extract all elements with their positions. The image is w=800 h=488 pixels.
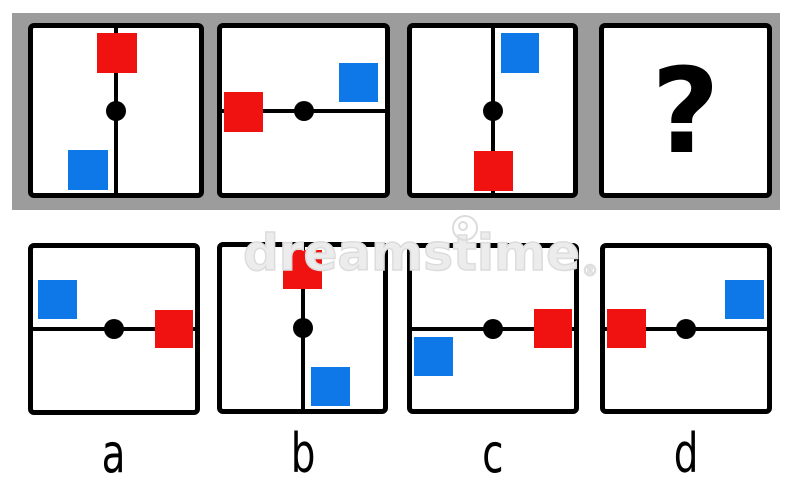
question-strip: ? — [12, 13, 780, 210]
center-dot — [104, 319, 124, 339]
red-square — [223, 92, 263, 132]
sequence-cell-2 — [217, 23, 390, 198]
option-b-label: b — [290, 422, 316, 485]
blue-square — [37, 280, 77, 320]
answer-option-c[interactable] — [407, 243, 579, 414]
blue-square — [67, 150, 108, 190]
sequence-cell-3 — [407, 23, 578, 198]
question-mark: ? — [651, 41, 720, 180]
blue-square — [311, 366, 350, 406]
red-square — [283, 250, 322, 290]
answer-option-b[interactable] — [217, 242, 388, 414]
red-square — [154, 309, 194, 349]
blue-square — [414, 337, 454, 376]
answer-option-a[interactable] — [28, 243, 200, 415]
center-dot — [676, 318, 696, 339]
sequence-cell-1 — [28, 23, 204, 198]
blue-square — [500, 32, 540, 73]
red-square — [473, 150, 513, 191]
center-dot — [292, 318, 313, 338]
blue-square — [339, 62, 379, 103]
center-dot — [482, 100, 503, 121]
blue-square — [724, 280, 764, 319]
answer-option-d[interactable] — [600, 243, 772, 414]
center-dot — [483, 318, 503, 339]
center-dot — [106, 100, 126, 121]
option-c-label: c — [482, 422, 504, 485]
red-square — [96, 32, 137, 73]
center-dot — [293, 100, 314, 121]
sequence-cell-question: ? — [599, 23, 772, 198]
option-a-label: a — [102, 422, 126, 485]
watermark-spiral-icon — [452, 215, 478, 241]
red-square — [533, 309, 573, 348]
registered-mark: ® — [582, 261, 599, 280]
option-d-label: d — [673, 422, 699, 485]
red-square — [607, 309, 647, 348]
